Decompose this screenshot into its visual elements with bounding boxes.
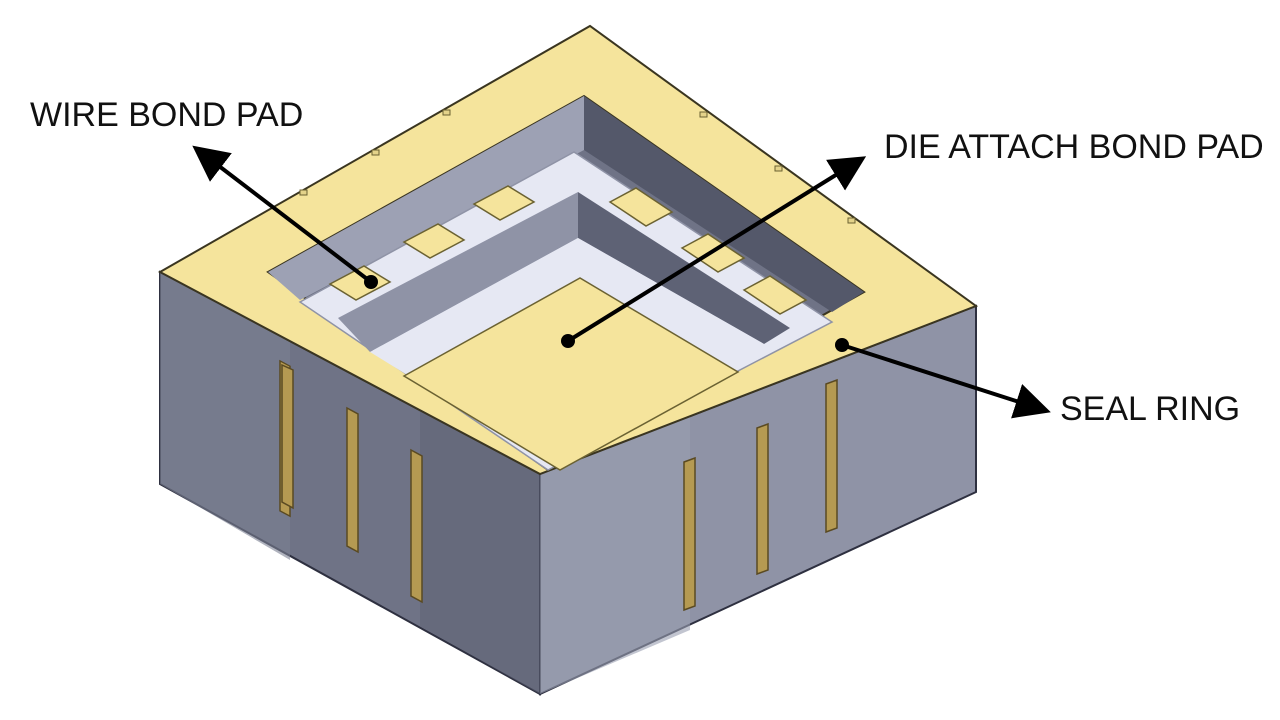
seal-ring-arrow [841,343,1051,419]
wire-bond-pad-label: WIRE BOND PAD [30,96,303,134]
cavity-wall-back-left [268,96,584,300]
castellation-lead [825,378,838,534]
die-attach-pad-arrow [566,156,867,343]
die-attach-bond-pad-label: DIE ATTACH BOND PAD [884,128,1264,166]
die-attach-pad [402,277,740,471]
wire-bond-pad [608,187,674,227]
die-attach-pad-dot [561,334,575,348]
right-face-shade [540,416,690,694]
castellation-lead [410,448,423,604]
wire-bond-pad [742,275,808,315]
wire-bond-pad [402,223,466,259]
wire-bond-pad [328,265,392,301]
callout-anchor-dots [364,275,849,352]
callout-arrows [192,145,1051,419]
left-face-shade-2 [420,408,540,694]
wire-bond-pad [472,185,536,221]
seal-ring-dot [835,338,849,352]
top-edge-notches [299,109,856,224]
castellation-lead [756,422,769,576]
castellation-lead [281,363,294,510]
wire-bond-pad-dot [364,275,378,289]
cavity-wall-back-right [584,96,864,312]
wire-bond-pad-arrow [192,145,373,284]
left-face-shade [160,272,290,560]
castellation-lead [683,456,696,612]
castellation-lead [346,406,359,554]
seal-ring-label: SEAL RING [1060,390,1240,428]
shelf-step-left [338,192,578,352]
